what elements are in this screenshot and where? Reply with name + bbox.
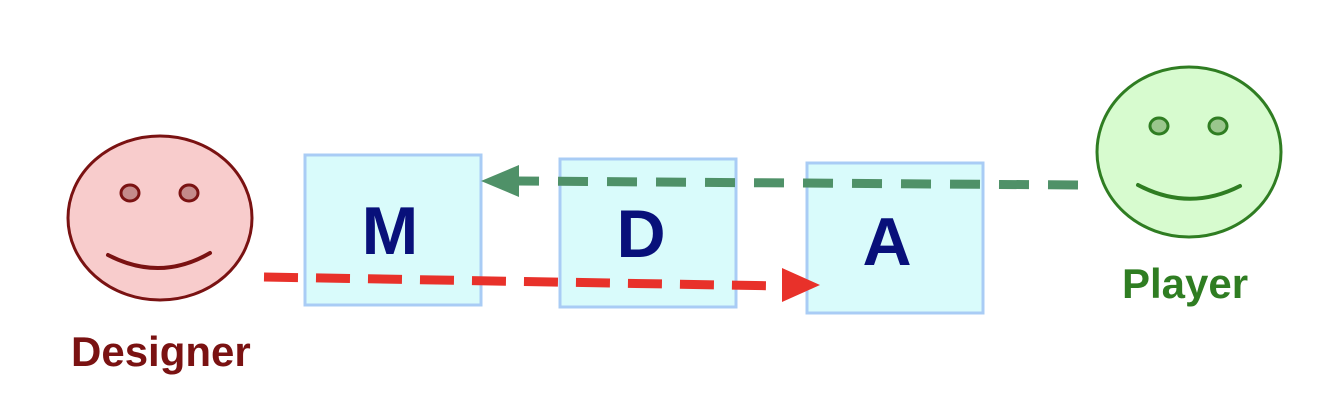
designer-label: Designer xyxy=(71,328,251,375)
designer-to-aesthetics-arrow xyxy=(263,268,820,302)
player-label: Player xyxy=(1122,260,1249,307)
box-letter-a: A xyxy=(862,204,911,280)
player-face-icon xyxy=(1095,65,1283,239)
player-to-mechanics-arrow xyxy=(481,165,1079,197)
box-letter-d: D xyxy=(616,196,665,272)
box-letter-m: M xyxy=(362,193,419,269)
designer-face-icon xyxy=(66,134,254,302)
